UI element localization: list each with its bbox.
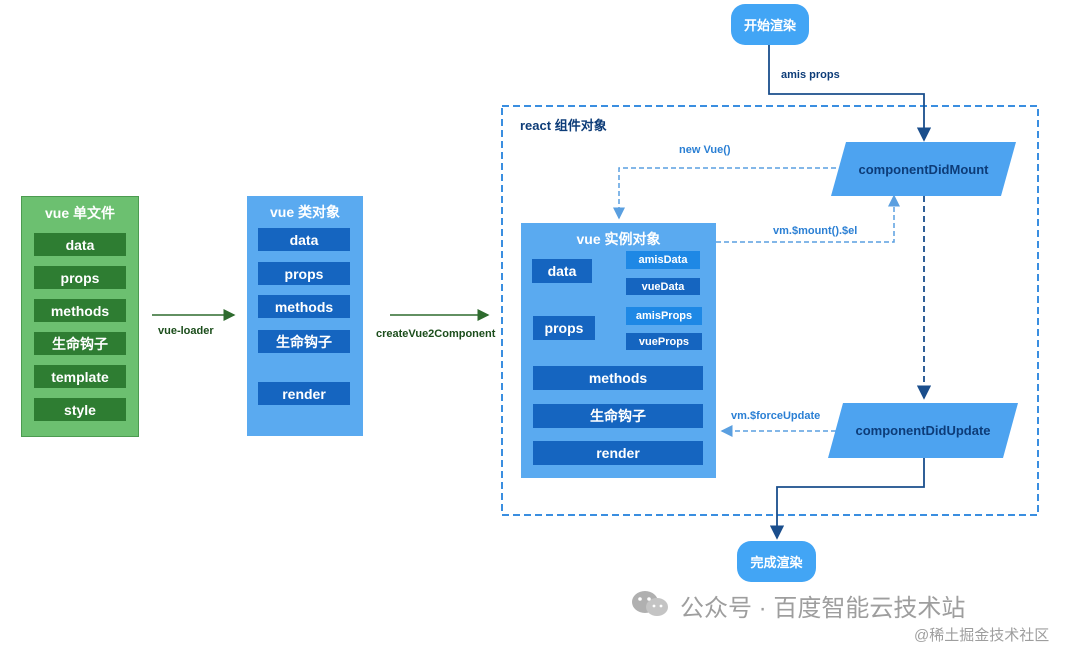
mount-label: vm.$mount().$el [773,225,858,237]
instance-data-box: data [532,259,592,283]
vue-file-item-style: style [34,398,126,421]
instance-props-box: props [533,316,595,340]
didupdate-to-finish-arrow [769,457,925,540]
vue-file-title: vue 单文件 [44,205,115,221]
wechat-logo [630,588,670,618]
start-to-didmount-arrow [768,44,932,142]
vue-file-item-data: data [34,233,126,256]
force-update-label: vm.$forceUpdate [731,410,821,422]
amis-props-label: amis props [781,69,840,81]
mount-arrow [716,194,900,243]
instance-hooks-box: 生命钩子 [533,404,703,428]
vue-class-title: vue 类对象 [269,204,340,220]
vue-class-item-hooks: 生命钩子 [258,330,350,353]
create-component-label: createVue2Component [376,328,496,340]
vue-file-item-hooks: 生命钩子 [34,332,126,355]
vue-file-panel: vue 单文件 data props methods 生命钩子 template… [21,196,139,437]
new-vue-arrow [613,167,836,220]
instance-render-box: render [533,441,703,465]
react-container-border [501,105,1039,516]
vue-class-item-methods: methods [258,295,350,318]
didupdate-label: componentDidUpdate [855,423,991,438]
instance-vueprops-box: vueProps [626,333,702,350]
vue-file-item-methods: methods [34,299,126,322]
didmount-label: componentDidMount [858,161,989,177]
start-render-node: 开始渲染 [731,4,809,45]
wechat-icon [632,591,668,616]
vue-class-panel: vue 类对象 data props methods 生命钩子 render [247,196,363,436]
finish-render-node: 完成渲染 [737,541,816,582]
watermark-sub: @稀土掘金技术社区 [914,627,1050,644]
vue-file-item-template: template [34,365,126,388]
instance-vuedata-box: vueData [626,278,700,295]
new-vue-label: new Vue() [679,144,731,156]
vue-class-item-render: render [258,382,350,405]
vue-class-item-data: data [258,228,350,251]
instance-methods-box: methods [533,366,703,390]
vue-file-item-props: props [34,266,126,289]
vue-class-item-props: props [258,262,350,285]
instance-amisdata-box: amisData [626,251,700,269]
watermark-main: 公众号 · 百度智能云技术站 [680,595,966,622]
vue-loader-label: vue-loader [158,325,214,337]
instance-amisprops-box: amisProps [626,307,702,325]
react-container-title: react 组件对象 [520,118,607,133]
vue-instance-title: vue 实例对象 [576,231,661,247]
